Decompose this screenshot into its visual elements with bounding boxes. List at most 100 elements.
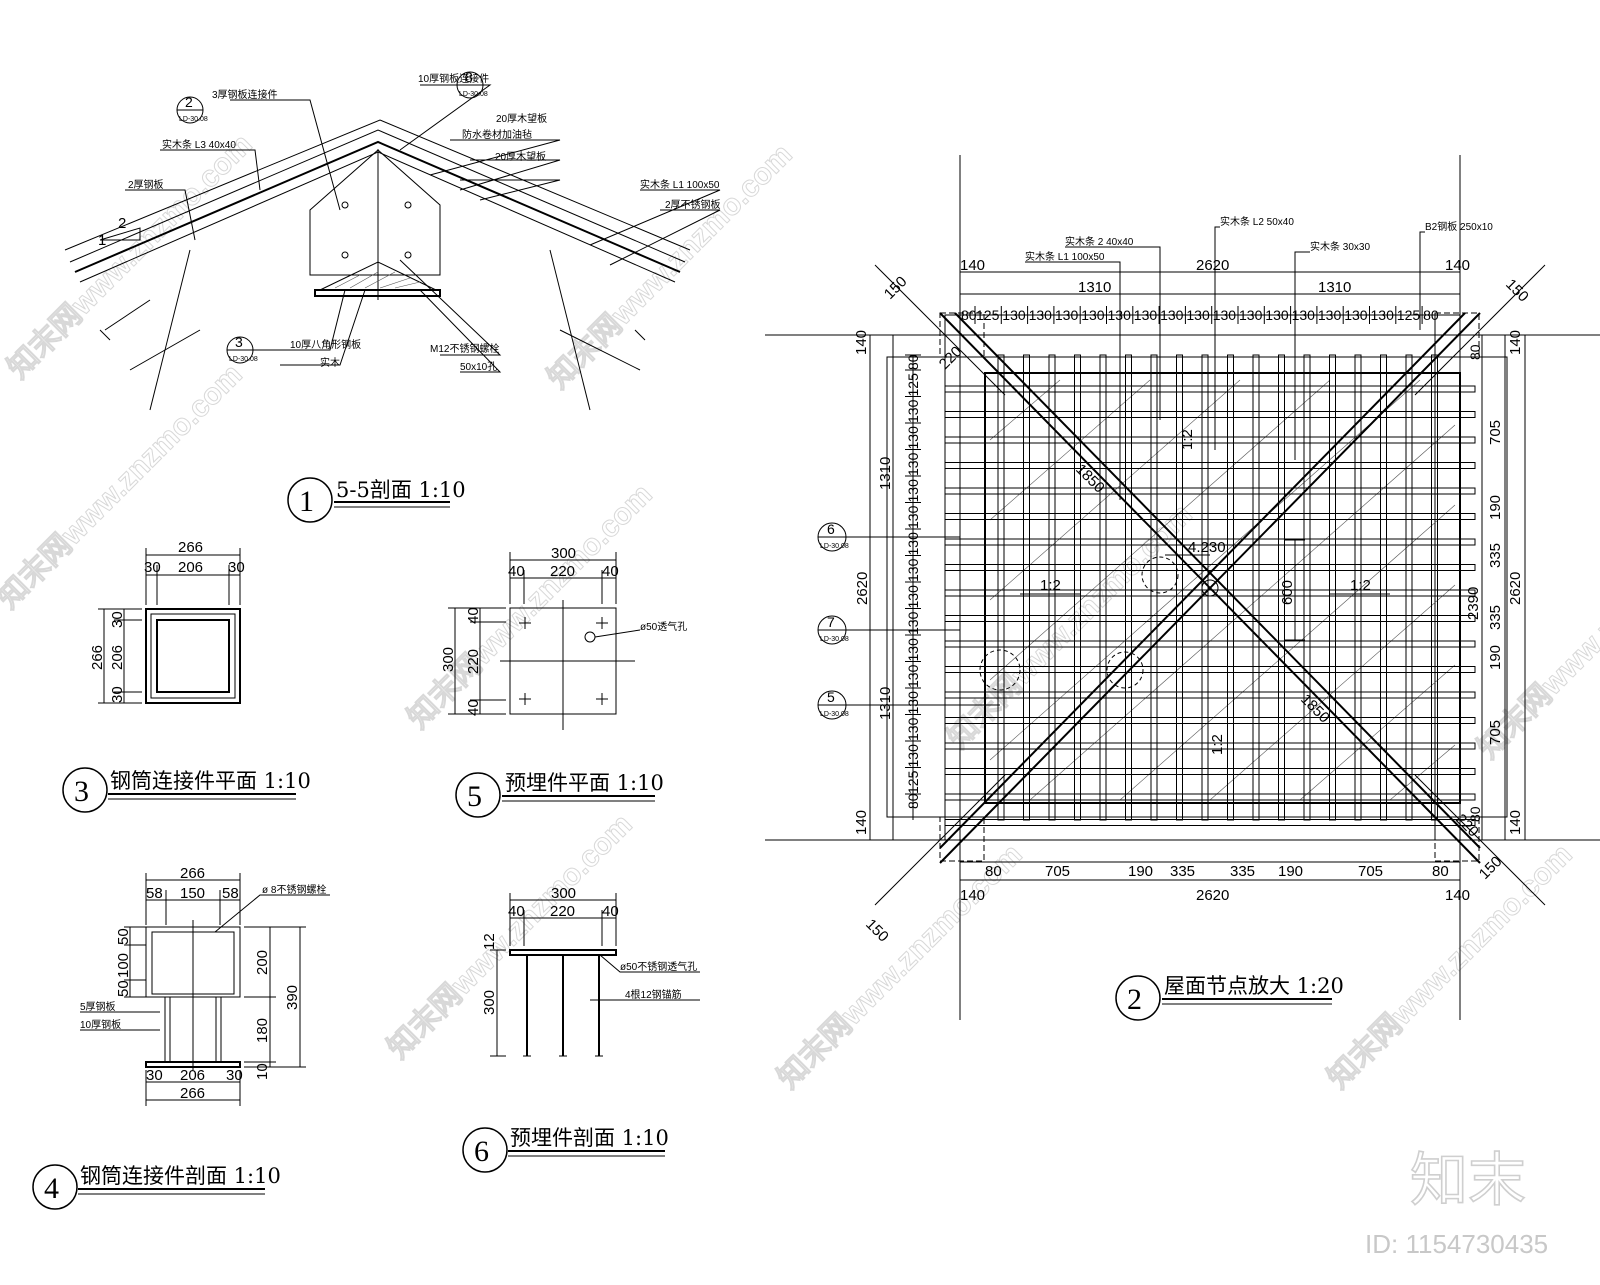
svg-text:40: 40 [508, 903, 525, 920]
svg-text:3: 3 [74, 775, 89, 808]
svg-text:10: 10 [254, 1063, 271, 1080]
svg-text:2厚不锈钢板: 2厚不锈钢板 [665, 198, 721, 211]
svg-text:1310: 1310 [877, 457, 894, 490]
svg-text:1:2: 1:2 [1209, 734, 1226, 755]
svg-text:ø 8不锈钢螺栓: ø 8不锈钢螺栓 [262, 883, 326, 896]
svg-text:150: 150 [862, 916, 892, 946]
dim-label: 130 [905, 638, 921, 662]
svg-text:30: 30 [146, 1067, 163, 1084]
dim-label: 130 [905, 585, 921, 609]
svg-text:705: 705 [1358, 863, 1383, 880]
rafter-vertical [1023, 354, 1030, 821]
svg-text:140: 140 [853, 330, 870, 355]
svg-text:140: 140 [1507, 330, 1524, 355]
svg-text:2: 2 [1127, 983, 1142, 1016]
svg-text:1:2: 1:2 [1040, 577, 1061, 594]
dim-label: 130 [1081, 307, 1105, 323]
dim-label: 125 [1397, 307, 1421, 323]
svg-text:180: 180 [254, 1018, 271, 1043]
svg-text:5厚钢板: 5厚钢板 [80, 1000, 116, 1013]
svg-text:LD-30.08: LD-30.08 [229, 356, 258, 363]
svg-text:150: 150 [180, 885, 205, 902]
rafter-horizontal [944, 513, 1476, 520]
dim-label: 130 [1344, 307, 1368, 323]
svg-text:知末网www.znzmo.com: 知末网www.znzmo.com [402, 478, 659, 735]
dim-label: 130 [905, 717, 921, 741]
rafter-horizontal [944, 589, 1476, 597]
svg-text:2620: 2620 [1507, 572, 1524, 605]
svg-text:300: 300 [551, 885, 576, 902]
svg-text:80: 80 [1467, 344, 1483, 360]
svg-text:5-5剖面 1:10: 5-5剖面 1:10 [336, 478, 466, 502]
svg-text:40: 40 [465, 699, 482, 716]
svg-text:705: 705 [1045, 863, 1070, 880]
dim-label: 130 [905, 691, 921, 715]
svg-text:80: 80 [1467, 806, 1483, 822]
svg-text:140: 140 [1445, 887, 1470, 904]
svg-text:140: 140 [960, 257, 985, 274]
svg-text:150: 150 [1502, 276, 1532, 306]
svg-text:钢筒连接件剖面 1:10: 钢筒连接件剖面 1:10 [80, 1164, 281, 1188]
rafter-vertical [1227, 354, 1234, 821]
svg-text:58: 58 [222, 885, 239, 902]
dim-label: 130 [1371, 307, 1395, 323]
svg-text:150: 150 [881, 273, 911, 303]
svg-text:40: 40 [465, 607, 482, 624]
svg-text:知末网www.znzmo.com: 知末网www.znzmo.com [542, 138, 799, 395]
svg-text:50x10孔: 50x10孔 [460, 361, 497, 373]
svg-text:2: 2 [185, 94, 193, 110]
svg-text:1: 1 [299, 485, 314, 518]
brand-footer: 知末 ID: 1154730435 [1365, 1145, 1548, 1259]
svg-text:705: 705 [1487, 420, 1504, 445]
dim-label: 130 [1239, 307, 1263, 323]
rafter-horizontal [944, 819, 1476, 826]
svg-text:390: 390 [284, 985, 301, 1010]
logo-text: 知末 [1410, 1146, 1526, 1214]
dim-label: 130 [905, 479, 921, 503]
section-5-5: 3厚钢板连接件 10厚钢板连接件 实木条 L3 40x40 2厚钢板 20厚木望… [64, 69, 721, 523]
rafter-horizontal [944, 615, 1476, 622]
svg-text:266: 266 [89, 645, 106, 670]
plan-5-embedded-plate: ø50透气孔 300 40 220 40 300 40 220 40 5 预埋件… [440, 545, 687, 818]
svg-text:LD-30.08: LD-30.08 [179, 116, 208, 123]
svg-text:4.230: 4.230 [1188, 539, 1226, 556]
svg-text:190: 190 [1487, 645, 1504, 670]
svg-text:实木: 实木 [320, 356, 340, 369]
rafter-horizontal [944, 742, 1476, 750]
svg-text:2620: 2620 [854, 572, 871, 605]
svg-text:预埋件平面 1:10: 预埋件平面 1:10 [505, 771, 664, 795]
rafter-vertical [1201, 354, 1209, 821]
dim-label: 130 [1108, 307, 1132, 323]
svg-text:30: 30 [226, 1067, 243, 1084]
svg-text:600: 600 [1279, 580, 1296, 605]
svg-text:2390: 2390 [1465, 587, 1482, 620]
dim-label: 80 [905, 354, 921, 370]
svg-text:266: 266 [180, 1085, 205, 1102]
svg-text:140: 140 [960, 887, 985, 904]
dim-label: 130 [905, 558, 921, 582]
svg-text:1310: 1310 [1318, 279, 1351, 296]
svg-text:220: 220 [465, 649, 482, 674]
svg-text:1850: 1850 [1072, 461, 1108, 497]
svg-text:20厚木望板: 20厚木望板 [495, 150, 546, 163]
svg-text:220: 220 [936, 343, 966, 373]
dim-label: 130 [1029, 307, 1053, 323]
rafter-horizontal [944, 666, 1476, 673]
svg-text:8: 8 [465, 69, 473, 85]
callout-number: 7 [827, 614, 835, 630]
svg-text:140: 140 [1507, 810, 1524, 835]
svg-text:150: 150 [1476, 853, 1506, 883]
callout-number: 5 [827, 689, 835, 705]
callout-ref: LD-30.08 [820, 636, 849, 643]
svg-text:20厚木望板: 20厚木望板 [496, 112, 547, 125]
svg-text:实木条 L1 100x50: 实木条 L1 100x50 [640, 178, 720, 191]
dim-label: 130 [905, 505, 921, 529]
rafter-horizontal [944, 436, 1476, 444]
svg-text:4根12钢锚筋: 4根12钢锚筋 [625, 988, 682, 1001]
svg-text:2: 2 [118, 215, 126, 232]
rafter-horizontal [944, 768, 1476, 775]
rafter-vertical [1303, 354, 1311, 821]
svg-text:140: 140 [853, 810, 870, 835]
svg-text:1310: 1310 [877, 687, 894, 720]
